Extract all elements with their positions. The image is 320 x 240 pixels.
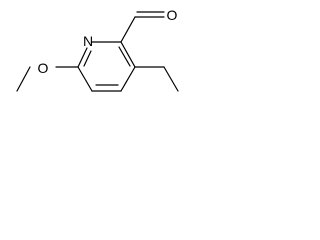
bond-c6-n [77, 47, 88, 68]
bond-c2-c3 [120, 41, 136, 68]
bond-c3-c3-inner [118, 46, 131, 67]
canvas-background [0, 0, 206, 113]
bond-c5-c6 [77, 66, 93, 92]
chemical-structure: N O O [0, 0, 206, 113]
bond-ch2-ch3 [163, 66, 179, 92]
nitrogen-label: N [83, 33, 93, 49]
bond-o-ch3 [16, 66, 31, 92]
ether-oxygen-label: O [38, 60, 49, 76]
carbonyl-oxygen-label: O [167, 7, 178, 23]
bond-c2-cho [120, 16, 136, 43]
bond-c3-c4 [120, 66, 136, 92]
bond-c6-n-inner [83, 50, 92, 67]
